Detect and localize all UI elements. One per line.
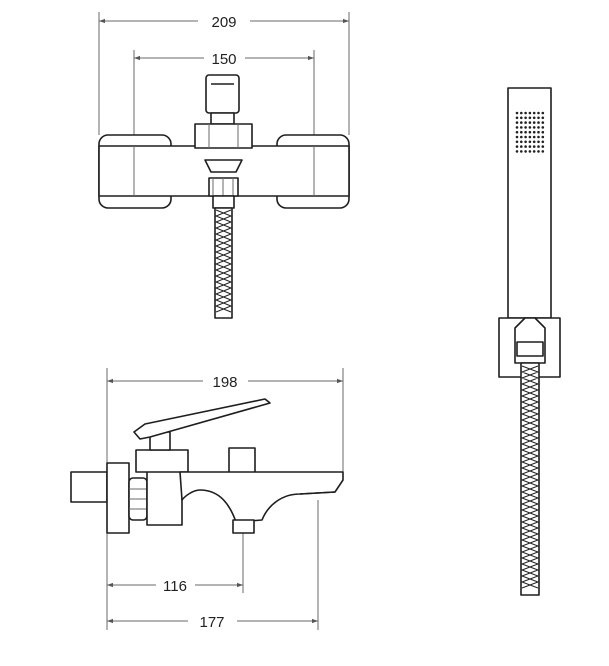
dimension-label-150: 150 xyxy=(211,51,236,68)
dimension-150: 150 xyxy=(134,51,314,68)
spout-body xyxy=(179,471,344,523)
side-lever xyxy=(133,398,271,440)
dimension-label-116: 116 xyxy=(163,578,187,595)
dimension-177: 177 xyxy=(107,614,318,631)
dimension-label-198: 198 xyxy=(212,374,237,391)
dimension-209: 209 xyxy=(99,14,349,31)
bottom-outlet xyxy=(232,519,255,534)
hand-shower xyxy=(498,87,561,596)
dimension-label-177: 177 xyxy=(199,614,224,631)
top-view: 209 150 xyxy=(98,12,350,319)
wall-plate xyxy=(106,462,130,534)
dimension-label-209: 209 xyxy=(211,14,236,31)
wall-inlet xyxy=(70,471,108,503)
nozzle-grid xyxy=(515,111,545,153)
cartridge-housing xyxy=(194,123,253,149)
dimension-198: 198 xyxy=(107,374,343,391)
side-view: 198 116 177 xyxy=(70,368,344,631)
cartridge-column xyxy=(135,449,189,473)
dimension-116: 116 xyxy=(107,578,243,595)
lever-handle xyxy=(205,74,240,114)
outlet-connector xyxy=(204,159,243,173)
